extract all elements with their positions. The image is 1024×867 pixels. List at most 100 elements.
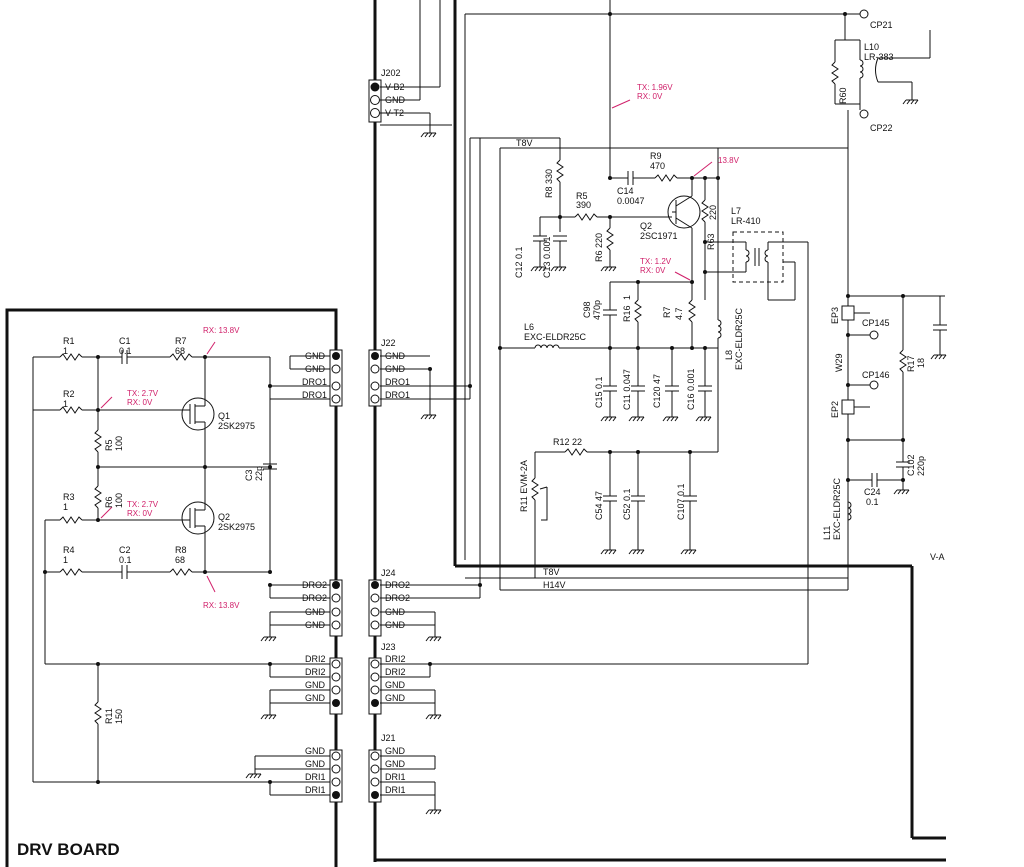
drv-r6-ref: R6 [104,496,114,508]
r5-val: 390 [576,200,591,210]
c52-label: C52 0.1 [622,488,632,520]
q2-val: 2SC1971 [640,231,678,241]
drv-note-g1-b: RX: 0V [127,398,153,407]
l8-ref: L8 [724,350,734,360]
c14-ref: C14 [617,186,634,196]
j202-name: J202 [381,68,401,78]
j22-right-4: DRO1 [385,390,410,400]
j24-left-3: GND [305,607,326,617]
ep2-label: EP2 [830,401,840,418]
l10-val: LR-383 [864,52,894,62]
j22-left-2: GND [305,364,326,374]
w29-label: W29 [834,353,844,372]
r12-label: R12 22 [553,437,582,447]
va-label: V-A [930,552,945,562]
note-13-8: 13.8V [718,156,740,165]
j24-right-1: DRO2 [385,580,410,590]
j24-right-4: GND [385,620,406,630]
j21-left-3: DRI1 [305,772,326,782]
c102-ref: C102 [906,454,916,476]
drv-note-rx1: RX: 13.8V [203,326,240,335]
cp21-label: CP21 [870,20,893,30]
note-tx12-a: TX: 1.2V [640,257,672,266]
c24-ref: C24 [864,487,881,497]
connector-labels: J202 V-B2 GND V-T2 J22 GND GND DRO1 DRO1… [302,68,410,795]
drv-r4-val: 1 [63,555,68,565]
drv-note-rx2: RX: 13.8V [203,601,240,610]
drv-q1-ref: Q1 [218,411,230,421]
r7-val: 4.7 [674,307,684,320]
j24-left-1: DRO2 [302,580,327,590]
drv-c3-val: 22p [254,466,264,481]
drv-r6-val: 100 [114,493,124,508]
j22-left-4: DRO1 [302,390,327,400]
c15-label: C15 0.1 [594,376,604,408]
r17-val: 18 [916,358,926,368]
c54-label: C54 47 [594,491,604,520]
j202-pin-1: V-B2 [385,82,405,92]
r11-label: R11 EVM-2A [519,460,529,512]
drv-note-g1-a: TX: 2.7V [127,389,159,398]
c12-label: C12 0.1 [514,246,524,278]
board-title: DRV BOARD [17,840,120,859]
r17-ref: R17 [906,355,916,372]
j22-right-3: DRO1 [385,377,410,387]
j22-left-1: GND [305,351,326,361]
j23-right-4: GND [385,693,406,703]
note-tx12-b: RX: 0V [640,266,666,275]
j23-left-4: GND [305,693,326,703]
r7-ref: R7 [662,306,672,318]
drv-r8-val: 68 [175,555,185,565]
r16-ref: R16 [622,305,632,322]
r8-label: R8 330 [544,169,554,198]
j21-right-4: DRI1 [385,785,406,795]
l7-val: LR-410 [731,216,761,226]
j23-right-3: GND [385,680,406,690]
h14v-label: H14V [543,580,566,590]
j23-name: J23 [381,642,396,652]
j22-right-2: GND [385,364,406,374]
j23-left-2: DRI2 [305,667,326,677]
drv-r3-ref: R3 [63,492,75,502]
c120-label: C120 47 [652,374,662,408]
note-tx196-a: TX: 1.96V [637,83,673,92]
q2-ref: Q2 [640,221,652,231]
r60-label: R60 [838,87,848,104]
drv-r5-ref: R5 [104,439,114,451]
cp22-label: CP22 [870,123,893,133]
drv-q2-val: 2SK2975 [218,522,255,532]
drv-r11-val: 150 [114,709,124,724]
t8v-bottom-label: T8V [543,567,560,577]
c13-label: C13 0.001 [542,236,552,278]
j21-right-3: DRI1 [385,772,406,782]
j23-left-3: GND [305,680,326,690]
note-tx196-b: RX: 0V [637,92,663,101]
drv-c2-val: 0.1 [119,555,132,565]
drv-r2-val: 1 [63,399,68,409]
drv-r7-val: 68 [175,346,185,356]
drv-r1-val: 1 [63,346,68,356]
drv-note-g2-a: TX: 2.7V [127,500,159,509]
drv-r11-ref: R11 [104,708,114,724]
drv-r5-val: 100 [114,436,124,451]
c107-label: C107 0.1 [676,483,686,520]
j21-right-2: GND [385,759,406,769]
j23-right-1: DRI2 [385,654,406,664]
j202-pin-2: GND [385,95,406,105]
c24-val: 0.1 [866,497,879,507]
t8v-top-label: T8V [516,138,533,148]
drv-c1-ref: C1 [119,336,131,346]
j24-right-3: GND [385,607,406,617]
drv-c3-ref: C3 [244,469,254,481]
drv-r8-ref: R8 [175,545,187,555]
l6-ref: L6 [524,322,534,332]
j23-right-2: DRI2 [385,667,406,677]
board-outlines [5,0,946,867]
j23-left-1: DRI2 [305,654,326,664]
drv-labels: R1 1 C1 0.1 R7 68 RX: 13.8V R2 1 TX: 2.7… [63,326,264,724]
main-labels: T8V TX: 1.96V RX: 0V R8 330 R5 390 C14 0… [514,20,945,590]
j202-pin-3: V-T2 [385,108,404,118]
j24-name: J24 [381,568,396,578]
j24-left-2: DRO2 [302,593,327,603]
